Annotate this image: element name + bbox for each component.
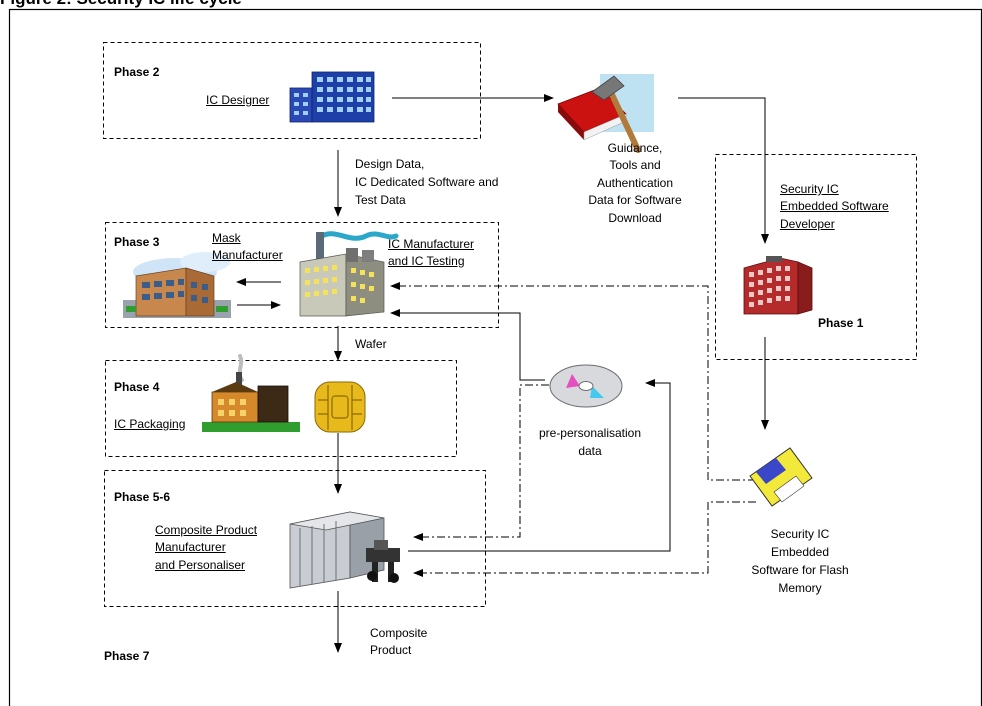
developer-line2: Embedded Software: [780, 199, 889, 213]
phase4-box: [105, 360, 457, 457]
phase2-box: [103, 42, 481, 139]
guidance-line2: Tools and: [609, 158, 661, 172]
mask-manufacturer-line2: Manufacturer: [212, 248, 283, 262]
composite-product-line2: Product: [370, 643, 412, 657]
arrow-phase56-to-preperso: [408, 379, 671, 552]
ic-packaging-label: IC Packaging: [114, 417, 186, 431]
phase3-box: [105, 222, 499, 328]
cd-disc-icon: [549, 364, 623, 408]
preperso-line2: data: [578, 444, 602, 458]
figure-frame: [8, 8, 982, 706]
developer-line1: Security IC: [780, 182, 839, 196]
guidance-line5: Download: [608, 211, 662, 225]
arrow-preperso-to-icm: [390, 309, 545, 381]
figure-title: Figure 2: Security IC life cycle: [0, 0, 242, 9]
arrow-flash-to-icm: [390, 282, 756, 481]
phase4-label: Phase 4: [114, 380, 160, 394]
arrow-flash-to-phase56: [413, 501, 756, 577]
guidance-line4: Data for Software: [588, 193, 682, 207]
flash-line3: Software for Flash: [751, 563, 849, 577]
mask-manufacturer-line1: Mask: [212, 231, 241, 245]
phase56-label: Phase 5-6: [114, 490, 171, 504]
phase1-box: [715, 154, 917, 360]
design-data-line3: Test Data: [355, 193, 406, 207]
packaging-factory-icon: [202, 354, 300, 432]
mask-manufacturer-building-icon: [123, 252, 231, 318]
composite-manufacturer-line3: and Personaliser: [155, 558, 246, 572]
smartcard-chip-icon: [314, 381, 366, 433]
composite-manufacturer-line1: Composite Product: [155, 523, 258, 537]
wafer-label: Wafer: [355, 337, 387, 351]
design-data-line1: Design Data,: [355, 157, 425, 171]
arrow-guidance-to-developer: [678, 97, 769, 244]
flash-line2: Embedded: [770, 545, 830, 559]
ic-manufacturer-line2: and IC Testing: [388, 254, 465, 268]
composite-product-line1: Composite: [370, 626, 428, 640]
phase56-box: [104, 470, 486, 607]
phase2-label: Phase 2: [114, 65, 160, 79]
guidance-book-hammer-icon: [557, 74, 654, 153]
office-building-icon: [289, 71, 375, 123]
arrow-preperso-to-phase56: [413, 384, 549, 541]
phase3-label: Phase 3: [114, 235, 160, 249]
red-building-icon: [743, 256, 813, 315]
personaliser-machine-icon: [289, 511, 400, 589]
flash-line4: Memory: [778, 581, 822, 595]
developer-line3: Developer: [780, 217, 835, 231]
guidance-line3: Authentication: [596, 176, 674, 190]
factory-icon: [299, 231, 399, 317]
guidance-line1: Guidance,: [607, 141, 663, 155]
flash-line1: Security IC: [770, 527, 830, 541]
floppy-disk-icon: [749, 447, 813, 507]
composite-manufacturer-line2: Manufacturer: [155, 540, 226, 554]
preperso-line1: pre-personalisation: [538, 426, 642, 440]
phase1-label: Phase 1: [818, 316, 864, 330]
ic-manufacturer-line1: IC Manufacturer: [388, 237, 475, 251]
design-data-line2: IC Dedicated Software and: [355, 175, 499, 189]
phase7-label: Phase 7: [104, 649, 150, 663]
ic-designer-label: IC Designer: [206, 93, 270, 107]
